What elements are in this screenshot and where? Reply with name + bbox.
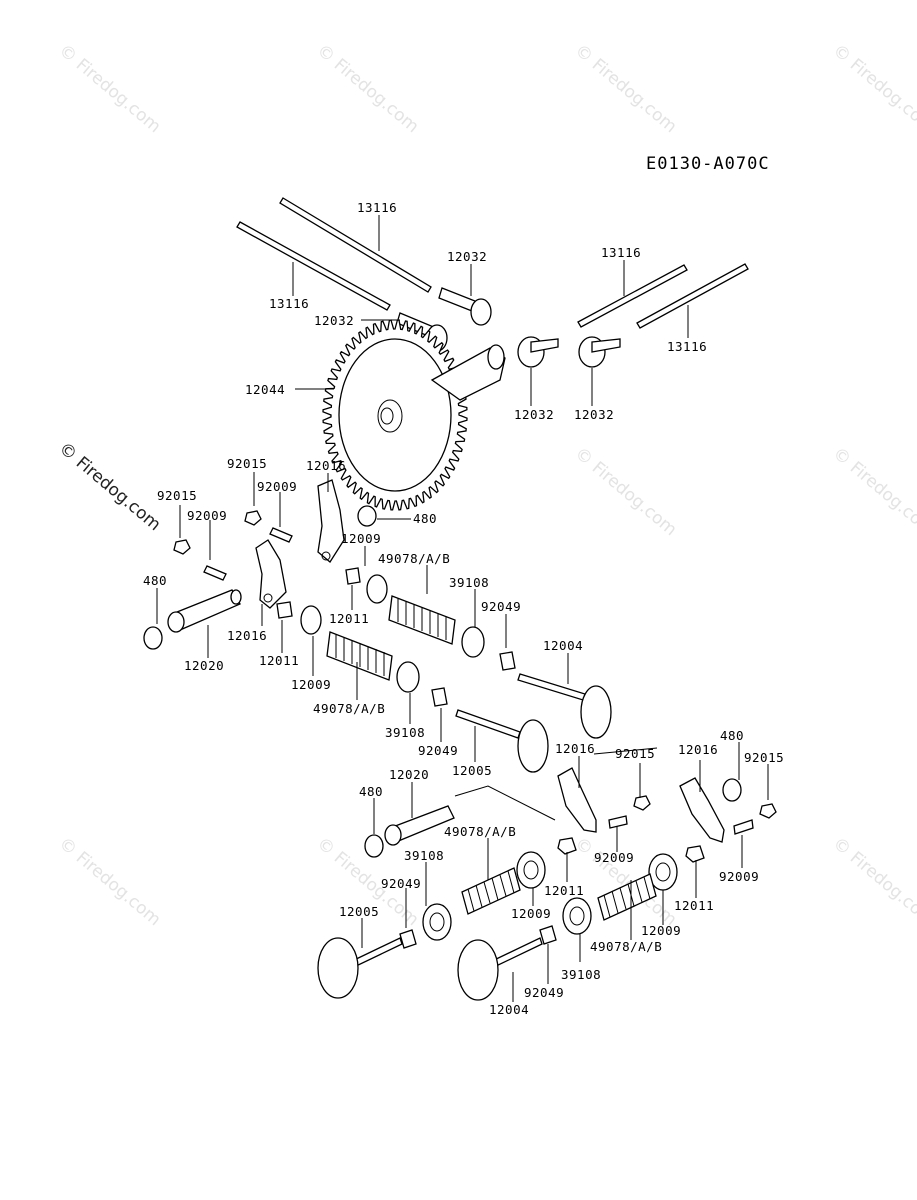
watermark-left: © Firedog.com <box>55 439 165 536</box>
part-label: 12016 <box>227 628 267 643</box>
part-label: 12016 <box>678 742 718 757</box>
part-label: 49078/A/B <box>590 939 662 954</box>
part-label: 92049 <box>524 985 564 1000</box>
watermark: © Firedog.com <box>55 834 165 931</box>
part-label: 12005 <box>452 763 492 778</box>
diagram-code: E0130-A070C <box>646 154 770 174</box>
upper-rocker-assembly <box>143 479 612 773</box>
leader-lines <box>156 215 769 1002</box>
part-label: 49078/A/B <box>444 824 516 839</box>
part-label: 39108 <box>404 848 444 863</box>
part-label: 13116 <box>357 200 397 215</box>
part-label: 12032 <box>447 249 487 264</box>
part-label: 12009 <box>641 923 681 938</box>
part-label: 480 <box>143 573 167 588</box>
part-label: 92049 <box>481 599 521 614</box>
part-label: 12011 <box>674 898 714 913</box>
part-label: 12011 <box>329 611 369 626</box>
part-label: 92015 <box>157 488 197 503</box>
camshaft-gear <box>322 319 506 511</box>
part-label: 49078/A/B <box>378 551 450 566</box>
part-label: 12004 <box>543 638 583 653</box>
part-label: 480 <box>413 511 437 526</box>
part-label: 92015 <box>615 746 655 761</box>
part-label: 12009 <box>511 906 551 921</box>
part-label: 480 <box>359 784 383 799</box>
watermark: © Firedog.com <box>571 444 681 541</box>
part-label: 39108 <box>385 725 425 740</box>
part-label: 39108 <box>449 575 489 590</box>
part-label: 92009 <box>257 479 297 494</box>
part-label: 12011 <box>544 883 584 898</box>
watermark: © Firedog.com <box>571 41 681 138</box>
part-label: 13116 <box>667 339 707 354</box>
part-label: 92015 <box>227 456 267 471</box>
part-labels: 13116 12032 13116 12032 13116 13116 1203… <box>143 200 784 1017</box>
part-label: 12032 <box>314 313 354 328</box>
part-label: 92009 <box>594 850 634 865</box>
part-label: 12032 <box>514 407 554 422</box>
part-label: 12044 <box>245 382 285 397</box>
part-label: 13116 <box>269 296 309 311</box>
part-label: 49078/A/B <box>313 701 385 716</box>
part-label: 12016 <box>306 458 346 473</box>
watermark: © Firedog.com <box>55 41 165 138</box>
watermarks: © Firedog.com © Firedog.com © Firedog.co… <box>55 41 917 931</box>
part-label: 12032 <box>574 407 614 422</box>
part-label: 480 <box>720 728 744 743</box>
part-label: 39108 <box>561 967 601 982</box>
part-label: 12011 <box>259 653 299 668</box>
push-rods <box>236 197 749 329</box>
part-label: 12005 <box>339 904 379 919</box>
watermark: © Firedog.com <box>829 444 917 541</box>
part-label: 12016 <box>555 741 595 756</box>
part-label: 12009 <box>291 677 331 692</box>
part-label: 12009 <box>341 531 381 546</box>
watermark: © Firedog.com <box>313 41 423 138</box>
lower-rocker-assembly <box>317 767 777 1001</box>
part-label: 92009 <box>187 508 227 523</box>
part-label: 13116 <box>601 245 641 260</box>
watermark: © Firedog.com <box>829 834 917 931</box>
part-label: 12020 <box>389 767 429 782</box>
part-label: 12020 <box>184 658 224 673</box>
watermark: © Firedog.com <box>829 41 917 138</box>
part-label: 92015 <box>744 750 784 765</box>
part-label: 92009 <box>719 869 759 884</box>
part-label: 92049 <box>381 876 421 891</box>
part-label: 12004 <box>489 1002 529 1017</box>
part-label: 92049 <box>418 743 458 758</box>
